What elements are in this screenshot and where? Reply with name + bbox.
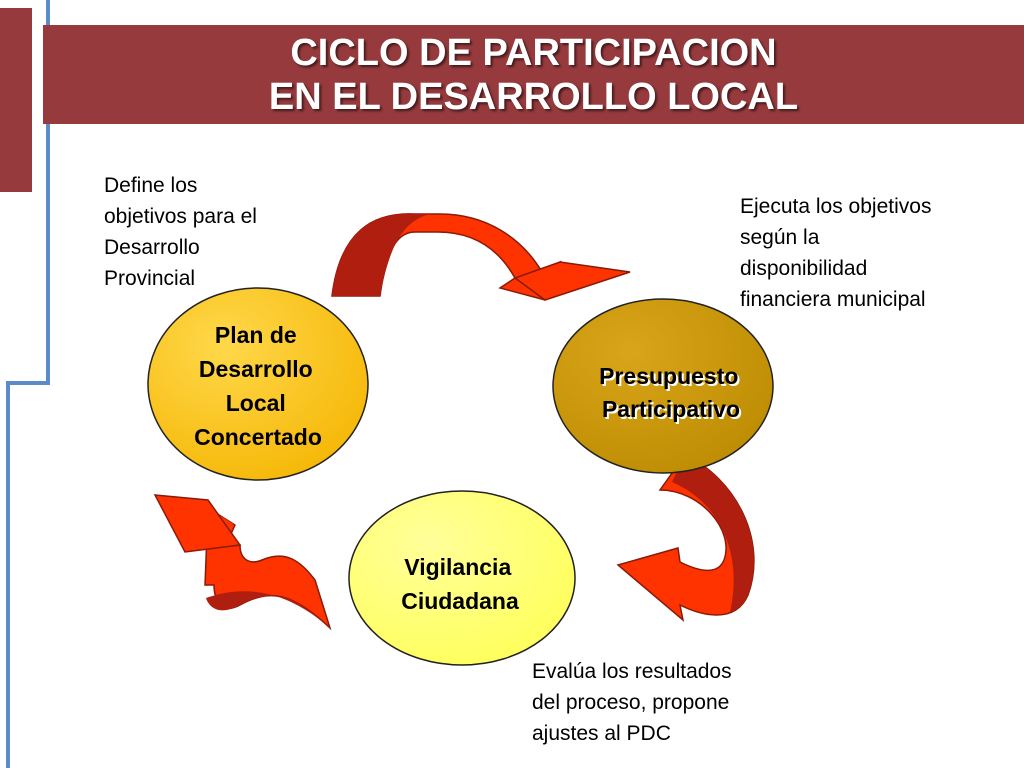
title-line-1: CICLO DE PARTICIPACION	[290, 31, 777, 74]
node-plan-label: Plan de Desarrollo Local Concertado	[194, 322, 322, 450]
decorative-line-vertical-lower	[6, 381, 10, 768]
note-presupuesto-line: financiera municipal	[740, 288, 926, 311]
node-presupuesto-label: Presupuesto Participativo	[599, 363, 743, 422]
note-plan-line: Desarrollo	[104, 236, 200, 259]
note-plan-line: Provincial	[104, 267, 196, 290]
node-presupuesto-label-shadow: Presupuesto Participativo	[601, 365, 745, 424]
title-line-2: EN EL DESARROLLO LOCAL	[268, 75, 799, 118]
note-presupuesto: Ejecuta los objetivos según la disponibi…	[740, 191, 931, 315]
node-plan-desarrollo: Plan de Desarrollo Local Concertado	[147, 287, 369, 481]
node-presupuesto-participativo: Presupuesto Participativo Presupuesto Pa…	[552, 298, 774, 474]
note-presupuesto-line: disponibilidad	[740, 257, 868, 280]
note-presupuesto-line: según la	[740, 226, 820, 249]
note-vigilancia-line: Evalúa los resultados	[532, 660, 732, 683]
node-vigilancia-ciudadana: Vigilancia Ciudadana	[348, 490, 576, 666]
arrow-vigilancia-to-plan-icon	[153, 494, 332, 631]
note-plan-line: objetivos para el	[104, 205, 257, 228]
arrow-presupuesto-to-vigilancia-icon	[616, 454, 755, 622]
note-vigilancia-line: ajustes al PDC	[532, 722, 671, 745]
decorative-line-vertical	[46, 0, 50, 384]
arrow-plan-to-presupuesto-icon	[331, 213, 631, 301]
decorative-line-horizontal	[6, 381, 50, 385]
node-vigilancia-label: Vigilancia Ciudadana	[401, 554, 519, 614]
title-banner: CICLO DE PARTICIPACION EN EL DESARROLLO …	[43, 25, 1024, 124]
note-vigilancia-line: del proceso, propone	[532, 691, 730, 714]
note-plan: Define los objetivos para el Desarrollo …	[104, 170, 257, 294]
decorative-block	[0, 8, 32, 192]
note-plan-line: Define los	[104, 174, 198, 197]
note-presupuesto-line: Ejecuta los objetivos	[740, 195, 932, 218]
note-vigilancia: Evalúa los resultados del proceso, propo…	[532, 656, 732, 749]
